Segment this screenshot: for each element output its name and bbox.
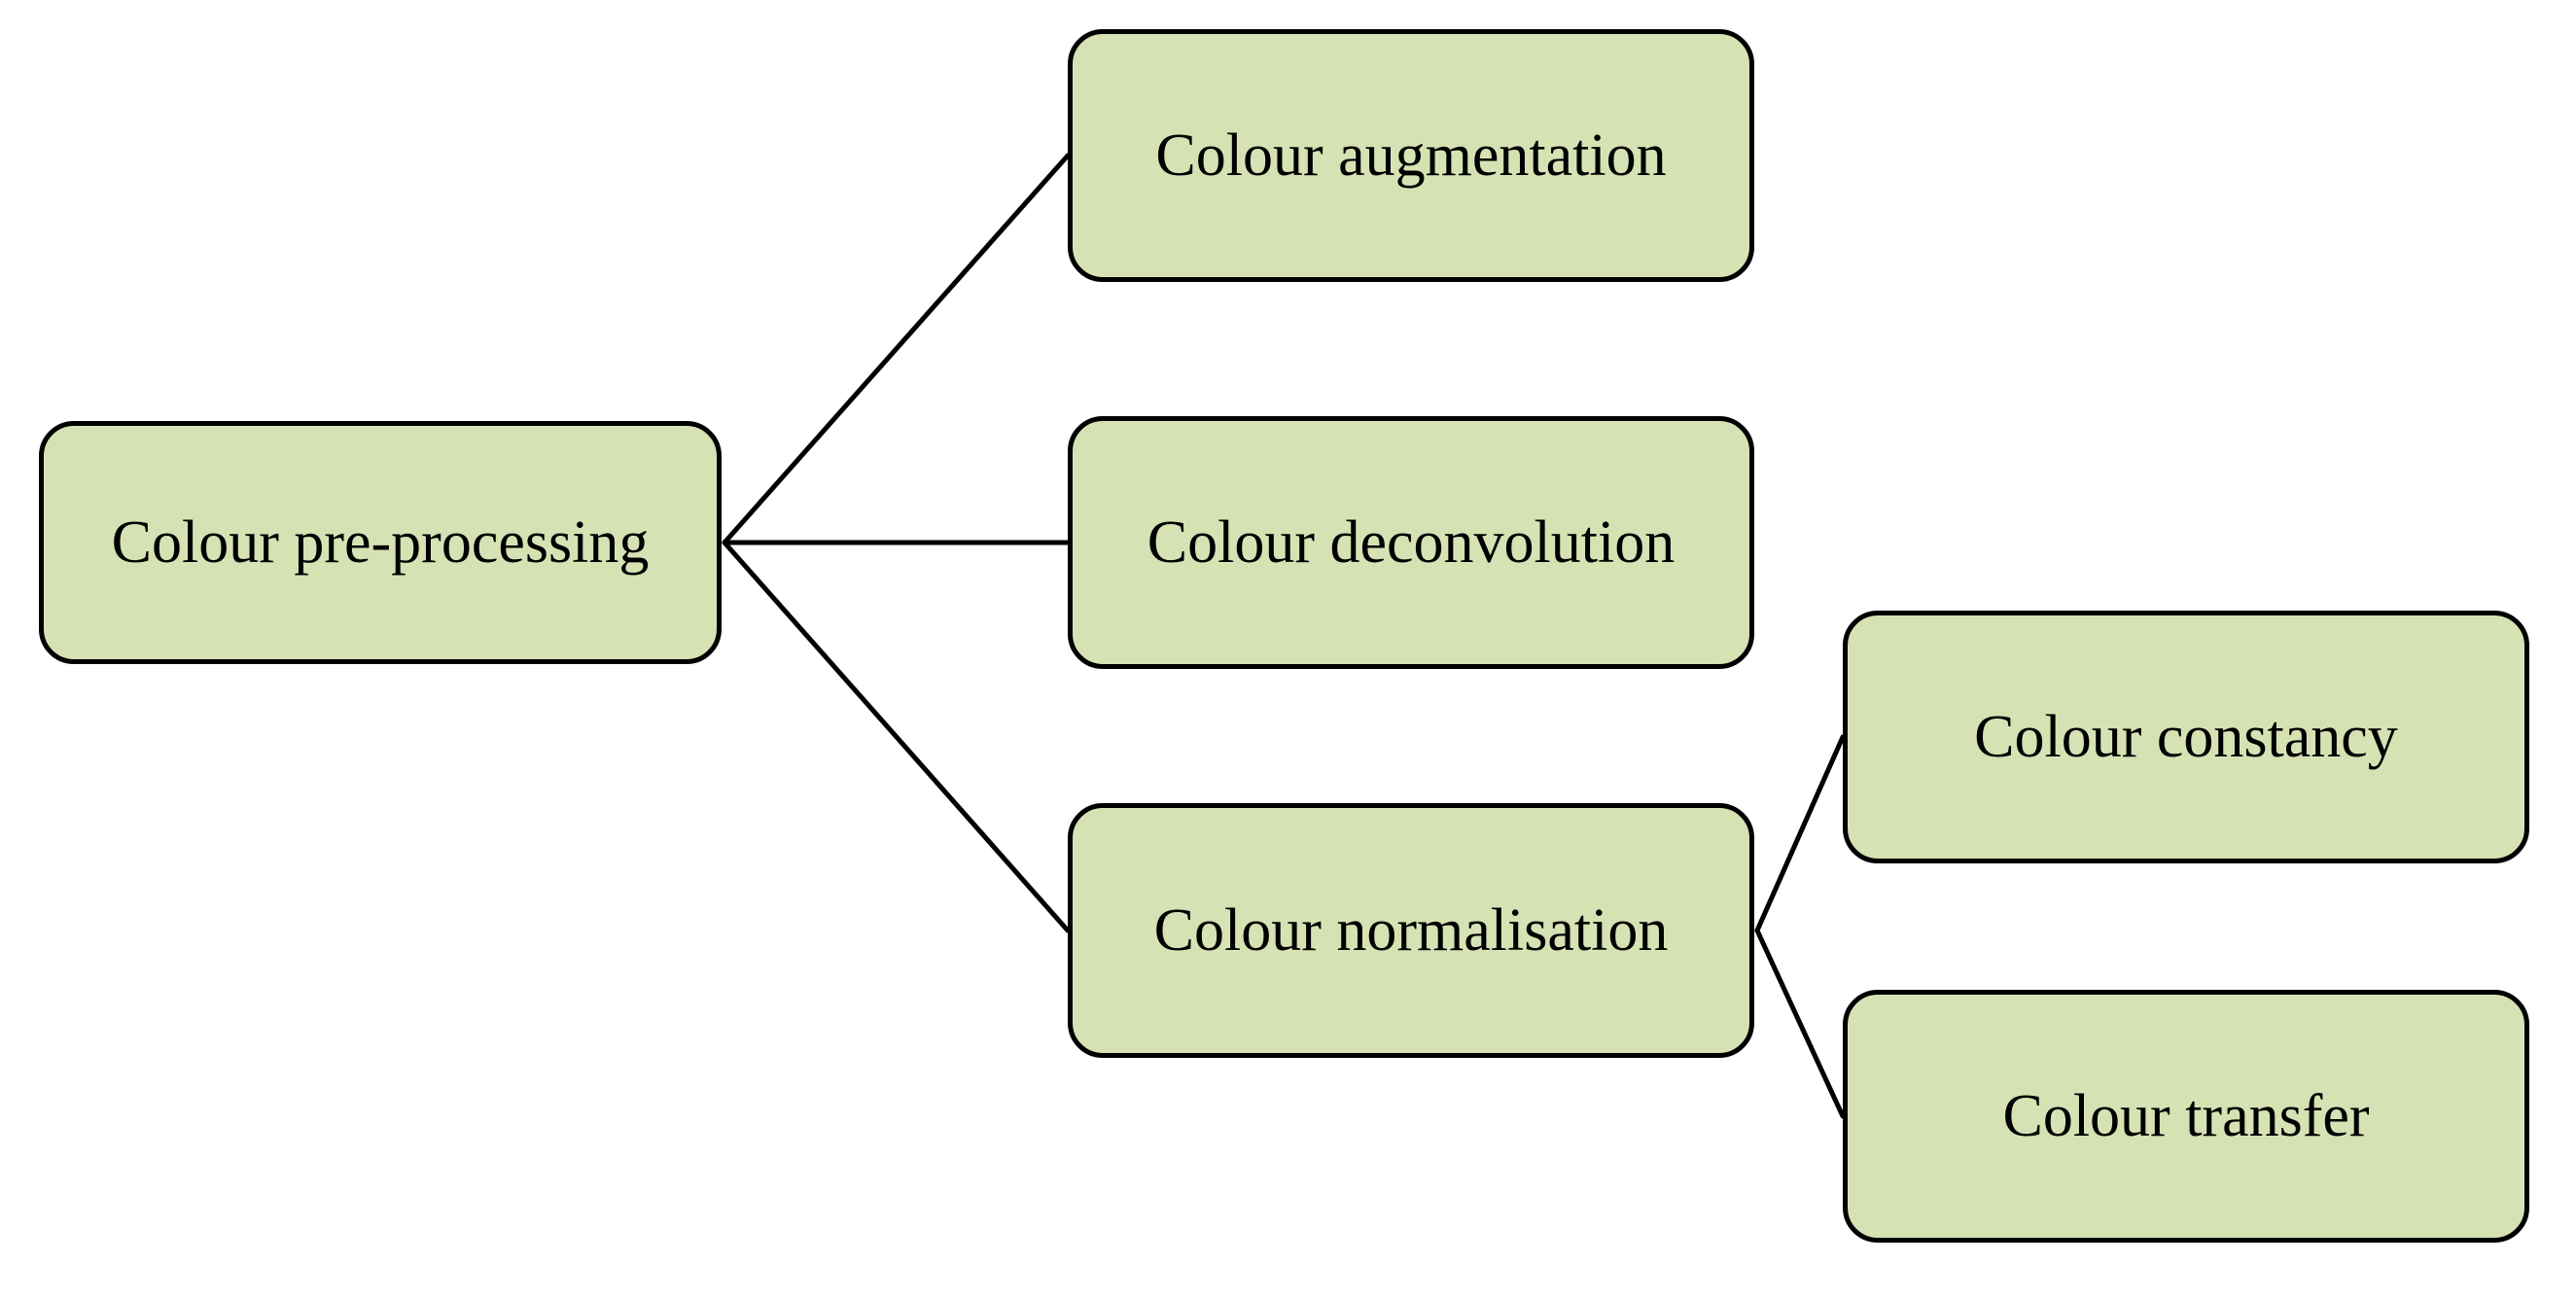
connector-line-normalisation-to-constancy (1754, 734, 1846, 933)
node-colour-pre-processing: Colour pre-processing (39, 421, 722, 664)
node-colour-normalisation: Colour normalisation (1068, 803, 1754, 1058)
node-colour-normalisation-label: Colour normalisation (1153, 896, 1669, 964)
node-colour-augmentation-label: Colour augmentation (1155, 122, 1667, 189)
node-colour-augmentation: Colour augmentation (1068, 29, 1754, 282)
node-colour-deconvolution: Colour deconvolution (1068, 416, 1754, 669)
node-colour-pre-processing-label: Colour pre-processing (111, 509, 650, 576)
connector-line-normalisation-to-transfer (1754, 928, 1846, 1119)
node-colour-transfer: Colour transfer (1843, 990, 2529, 1243)
connector-line-pre-processing-to-augmentation (722, 153, 1071, 545)
connector-line-pre-processing-to-normalisation (722, 540, 1071, 933)
node-colour-deconvolution-label: Colour deconvolution (1147, 509, 1676, 576)
node-colour-constancy: Colour constancy (1843, 611, 2529, 863)
node-colour-constancy-label: Colour constancy (1974, 703, 2398, 770)
node-colour-transfer-label: Colour transfer (2002, 1082, 2370, 1149)
